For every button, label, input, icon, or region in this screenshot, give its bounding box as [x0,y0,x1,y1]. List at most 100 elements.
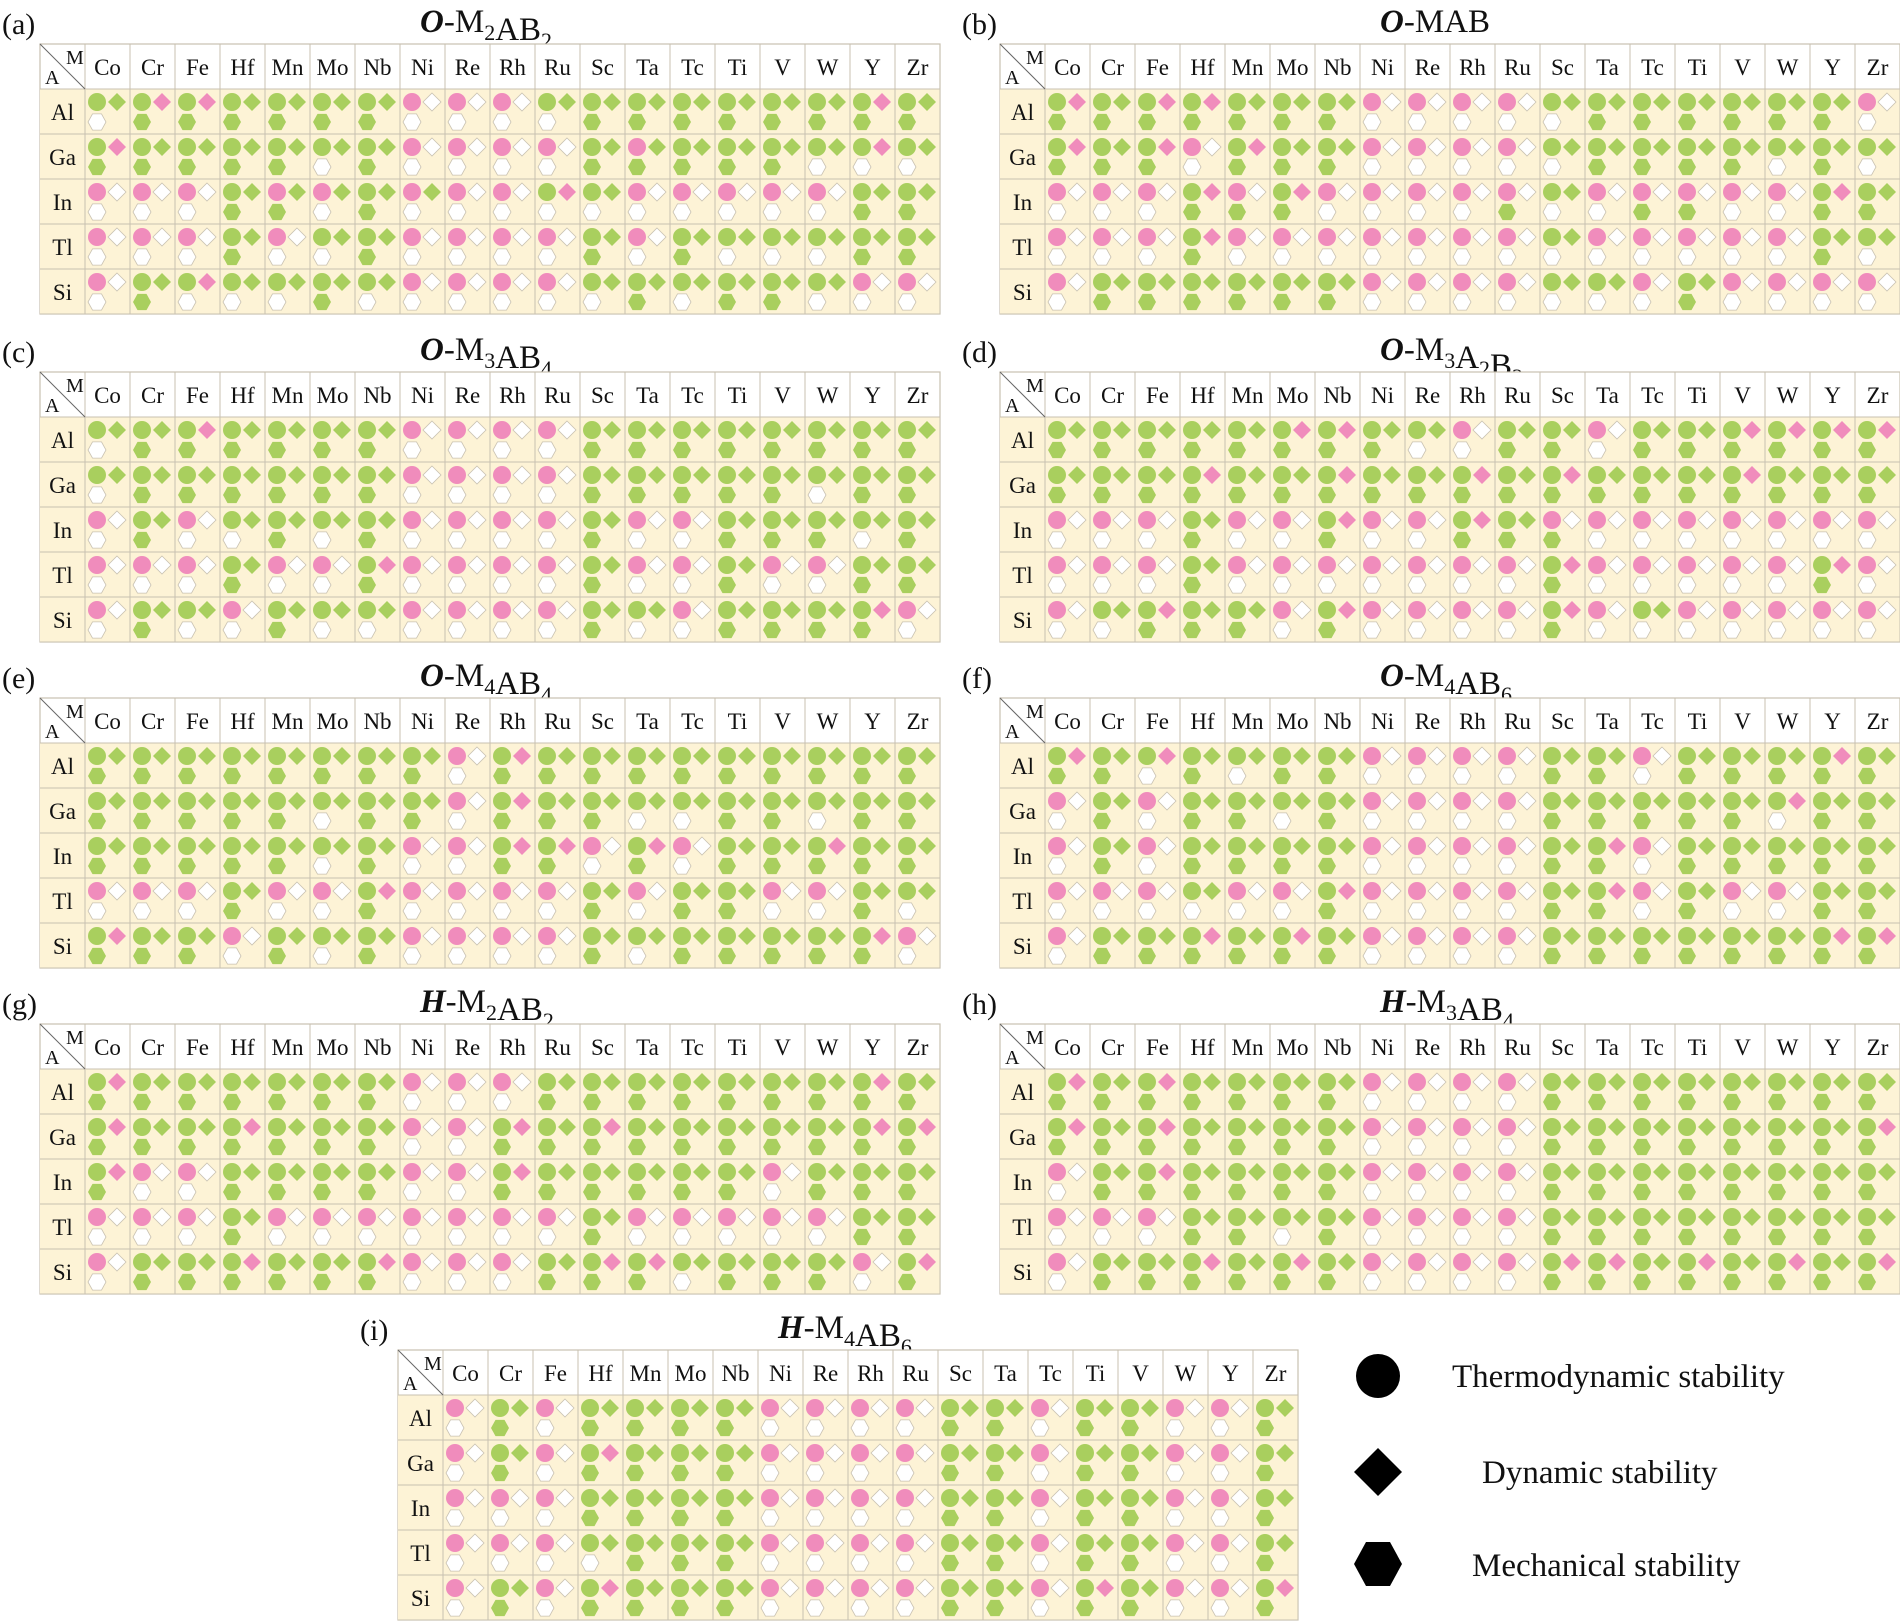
dynamic-mark [603,183,621,201]
mechanical-mark [853,248,871,266]
mechanical-mark [1363,486,1381,504]
column-header-Nb: Nb [721,1361,749,1386]
thermo-mark [1453,421,1471,439]
cell-Tl-Co [1047,1207,1087,1246]
mechanical-mark [897,902,917,920]
thermo-mark [268,882,286,900]
dynamic-mark [1698,882,1716,900]
cell-Tl-Mn [1227,555,1267,594]
thermo-mark [1408,466,1426,484]
cell-In-Y [853,183,891,221]
cell-Ga-Mn [1228,792,1266,830]
mechanical-mark [583,1183,601,1201]
thermo-mark [1228,511,1246,529]
mechanical-mark [672,857,692,875]
cell-Ga-V [1723,138,1761,176]
row-header-In: In [1013,844,1033,869]
cell-Al-Mo [1273,421,1311,459]
dynamic-mark [1472,1207,1492,1227]
dynamic-mark [1068,421,1086,439]
dynamic-mark [1338,93,1356,111]
dynamic-mark [1248,837,1266,855]
cell-Ga-Cr [1093,138,1131,176]
mechanical-mark [763,158,781,176]
dynamic-mark [1158,1163,1176,1181]
thermo-mark [1498,1073,1516,1091]
mechanical-mark [626,1419,644,1437]
thermo-mark [1138,556,1156,574]
cell-Ga-Ni [1363,466,1401,504]
mechanical-mark [808,531,826,549]
column-header-Mn: Mn [272,55,304,80]
thermo-mark [1273,1208,1291,1226]
dynamic-mark [1113,1073,1131,1091]
mechanical-mark [718,293,736,311]
thermo-mark [626,1399,644,1417]
mechanical-mark [1407,203,1427,221]
column-header-Sc: Sc [591,55,614,80]
mechanical-mark [807,1228,827,1246]
thermo-mark [1543,882,1561,900]
mechanical-mark [673,1138,691,1156]
thermo-mark [1138,93,1156,111]
thermo-mark [1588,882,1606,900]
thermo-mark [358,466,376,484]
thermo-mark [1048,1118,1066,1136]
thermo-mark [491,1534,509,1552]
thermo-mark [853,1163,871,1181]
mechanical-mark [1273,203,1291,221]
dynamic-mark [333,837,351,855]
dynamic-mark [782,182,802,202]
column-header-Tc: Tc [1641,709,1664,734]
thermo-mark [628,556,646,574]
corner-diagonal [39,697,86,744]
dynamic-mark [1067,600,1087,620]
cell-Tl-Rh [1452,227,1492,266]
cell-Tl-Tc [1632,555,1672,594]
cell-Ga-Zr [1857,138,1896,176]
thermo-mark [1453,556,1471,574]
thermo-mark [1588,792,1606,810]
mechanical-mark [1362,1093,1382,1111]
mechanical-mark [313,1273,331,1291]
mechanical-mark [763,857,781,875]
cell-Tl-Hf [580,1534,619,1572]
cell-Ga-Ni [402,137,442,176]
dynamic-mark [1743,1208,1761,1226]
cell-Al-Sc [1543,1073,1581,1111]
dynamic-mark [467,1252,487,1272]
mechanical-mark [1497,902,1517,920]
cell-Si-Ru [1497,926,1537,965]
mechanical-mark [1165,1509,1185,1527]
cell-In-Y [1813,1163,1851,1201]
thermo-mark [1813,511,1831,529]
cell-Ga-Re [447,1117,487,1156]
mechanical-mark [447,1093,467,1111]
dynamic-mark [1698,1118,1716,1136]
dynamic-mark [1473,466,1491,484]
cell-Si-Zr [1857,272,1897,311]
mechanical-mark [222,293,242,311]
cell-Ga-Zr [1858,1118,1896,1156]
dynamic-mark [647,510,667,530]
mechanical-mark [1272,902,1292,920]
cell-Ga-Ti [718,1118,756,1156]
mechanical-mark [898,113,916,131]
dynamic-mark [1068,1073,1086,1091]
cell-Ga-V [1723,792,1761,830]
thermo-mark [1813,882,1831,900]
thermo-mark [896,1579,914,1597]
dynamic-mark [1517,272,1537,292]
dynamic-mark [1338,466,1356,484]
mechanical-mark [1318,293,1336,311]
mechanical-mark [853,113,871,131]
cell-Al-Mn [626,1399,664,1437]
cell-Ga-Tc [1030,1443,1070,1482]
column-header-Tc: Tc [681,383,704,408]
row-header-In: In [1013,518,1033,543]
dynamic-mark [378,837,396,855]
mechanical-mark [1137,248,1157,266]
cell-Al-Ta [986,1399,1024,1437]
dynamic-mark [1158,273,1176,291]
cell-Tl-Tc [1030,1533,1070,1572]
